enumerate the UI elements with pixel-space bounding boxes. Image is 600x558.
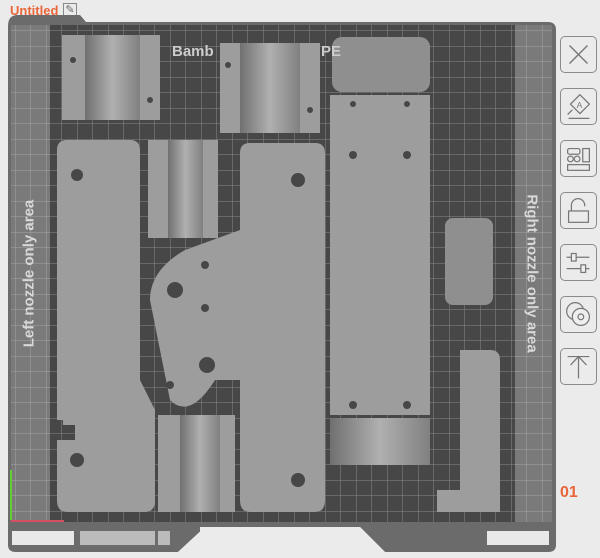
parts bbox=[57, 35, 500, 512]
part-top-box bbox=[332, 37, 430, 92]
svg-text:A: A bbox=[577, 100, 583, 110]
part-bracket-1 bbox=[62, 35, 160, 120]
part-bracket-4 bbox=[158, 415, 235, 512]
arrange-button[interactable] bbox=[560, 140, 597, 177]
close-button[interactable] bbox=[560, 36, 597, 73]
move-to-top-button[interactable] bbox=[560, 348, 597, 385]
part-bracket-3 bbox=[148, 140, 218, 238]
bed-logo-text: Bamb bbox=[172, 43, 214, 60]
close-icon bbox=[569, 45, 588, 64]
auto-orient-button[interactable]: A bbox=[560, 88, 597, 125]
part-middle bbox=[150, 143, 325, 512]
filament-button[interactable] bbox=[560, 296, 597, 333]
part-bracket-2 bbox=[220, 43, 320, 133]
bed-logo-text-2: PE bbox=[321, 43, 341, 60]
arrange-icon bbox=[567, 147, 590, 171]
part-right-l bbox=[437, 350, 500, 512]
lock-button[interactable] bbox=[560, 192, 597, 229]
auto-orient-icon: A bbox=[567, 93, 591, 119]
right-nozzle-area-label: Right nozzle only area bbox=[523, 194, 541, 353]
part-thin bbox=[63, 318, 78, 425]
part-left-arm bbox=[57, 140, 155, 512]
settings-sliders-icon bbox=[566, 252, 590, 274]
plate-number[interactable]: 01 bbox=[560, 484, 578, 501]
settings-button[interactable] bbox=[560, 244, 597, 281]
project-title[interactable]: Untitled bbox=[10, 3, 59, 18]
part-long-plate bbox=[330, 95, 430, 465]
move-to-top-icon bbox=[567, 355, 590, 379]
left-nozzle-area-label: Left nozzle only area bbox=[20, 199, 38, 348]
unlock-icon bbox=[567, 198, 590, 223]
bed-logo bbox=[80, 531, 155, 545]
filament-spools-icon bbox=[566, 302, 590, 326]
holes bbox=[70, 57, 411, 487]
part-right-block bbox=[445, 218, 493, 305]
